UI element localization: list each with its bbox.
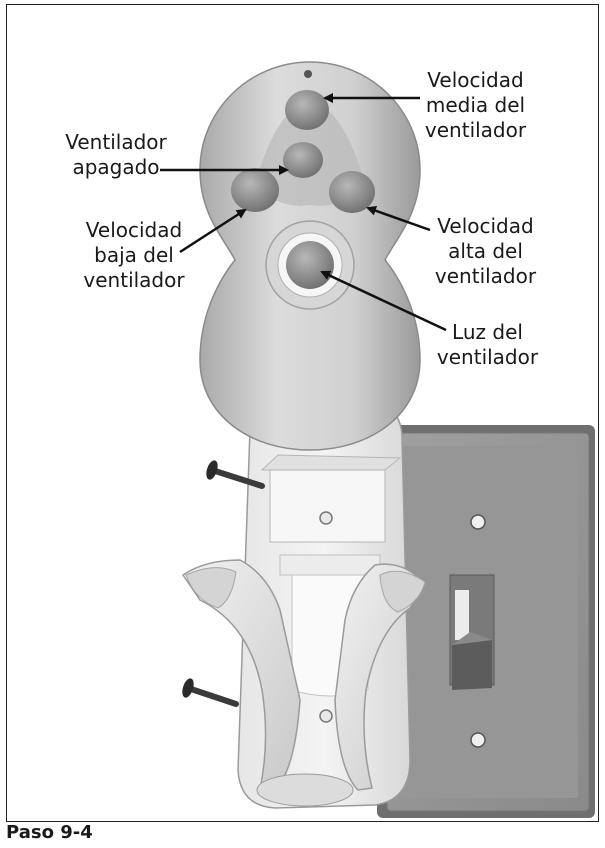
- label-medium-speed: Velocidad media del ventilador: [424, 68, 527, 142]
- screw-top: [206, 460, 265, 489]
- button-fan-light[interactable]: [286, 241, 334, 289]
- label-fan-light: Luz del ventilador: [436, 320, 539, 369]
- button-medium-speed[interactable]: [285, 90, 329, 130]
- step-caption: Paso 9-4: [6, 822, 93, 843]
- label-high-speed: Velocidad alta del ventilador: [434, 214, 537, 288]
- arrow-low: [179, 208, 247, 254]
- label-fan-off: Ventilador apagado: [65, 130, 167, 179]
- arrow-high: [366, 205, 431, 232]
- wall-cradle: [181, 401, 426, 809]
- button-high-speed[interactable]: [329, 171, 375, 213]
- arrow-light: [320, 270, 447, 332]
- wall-switch-plate: [377, 425, 595, 818]
- button-low-speed[interactable]: [231, 168, 279, 212]
- button-fan-off[interactable]: [283, 142, 323, 178]
- screw-bottom: [182, 678, 239, 707]
- label-low-speed: Velocidad baja del ventilador: [83, 218, 185, 292]
